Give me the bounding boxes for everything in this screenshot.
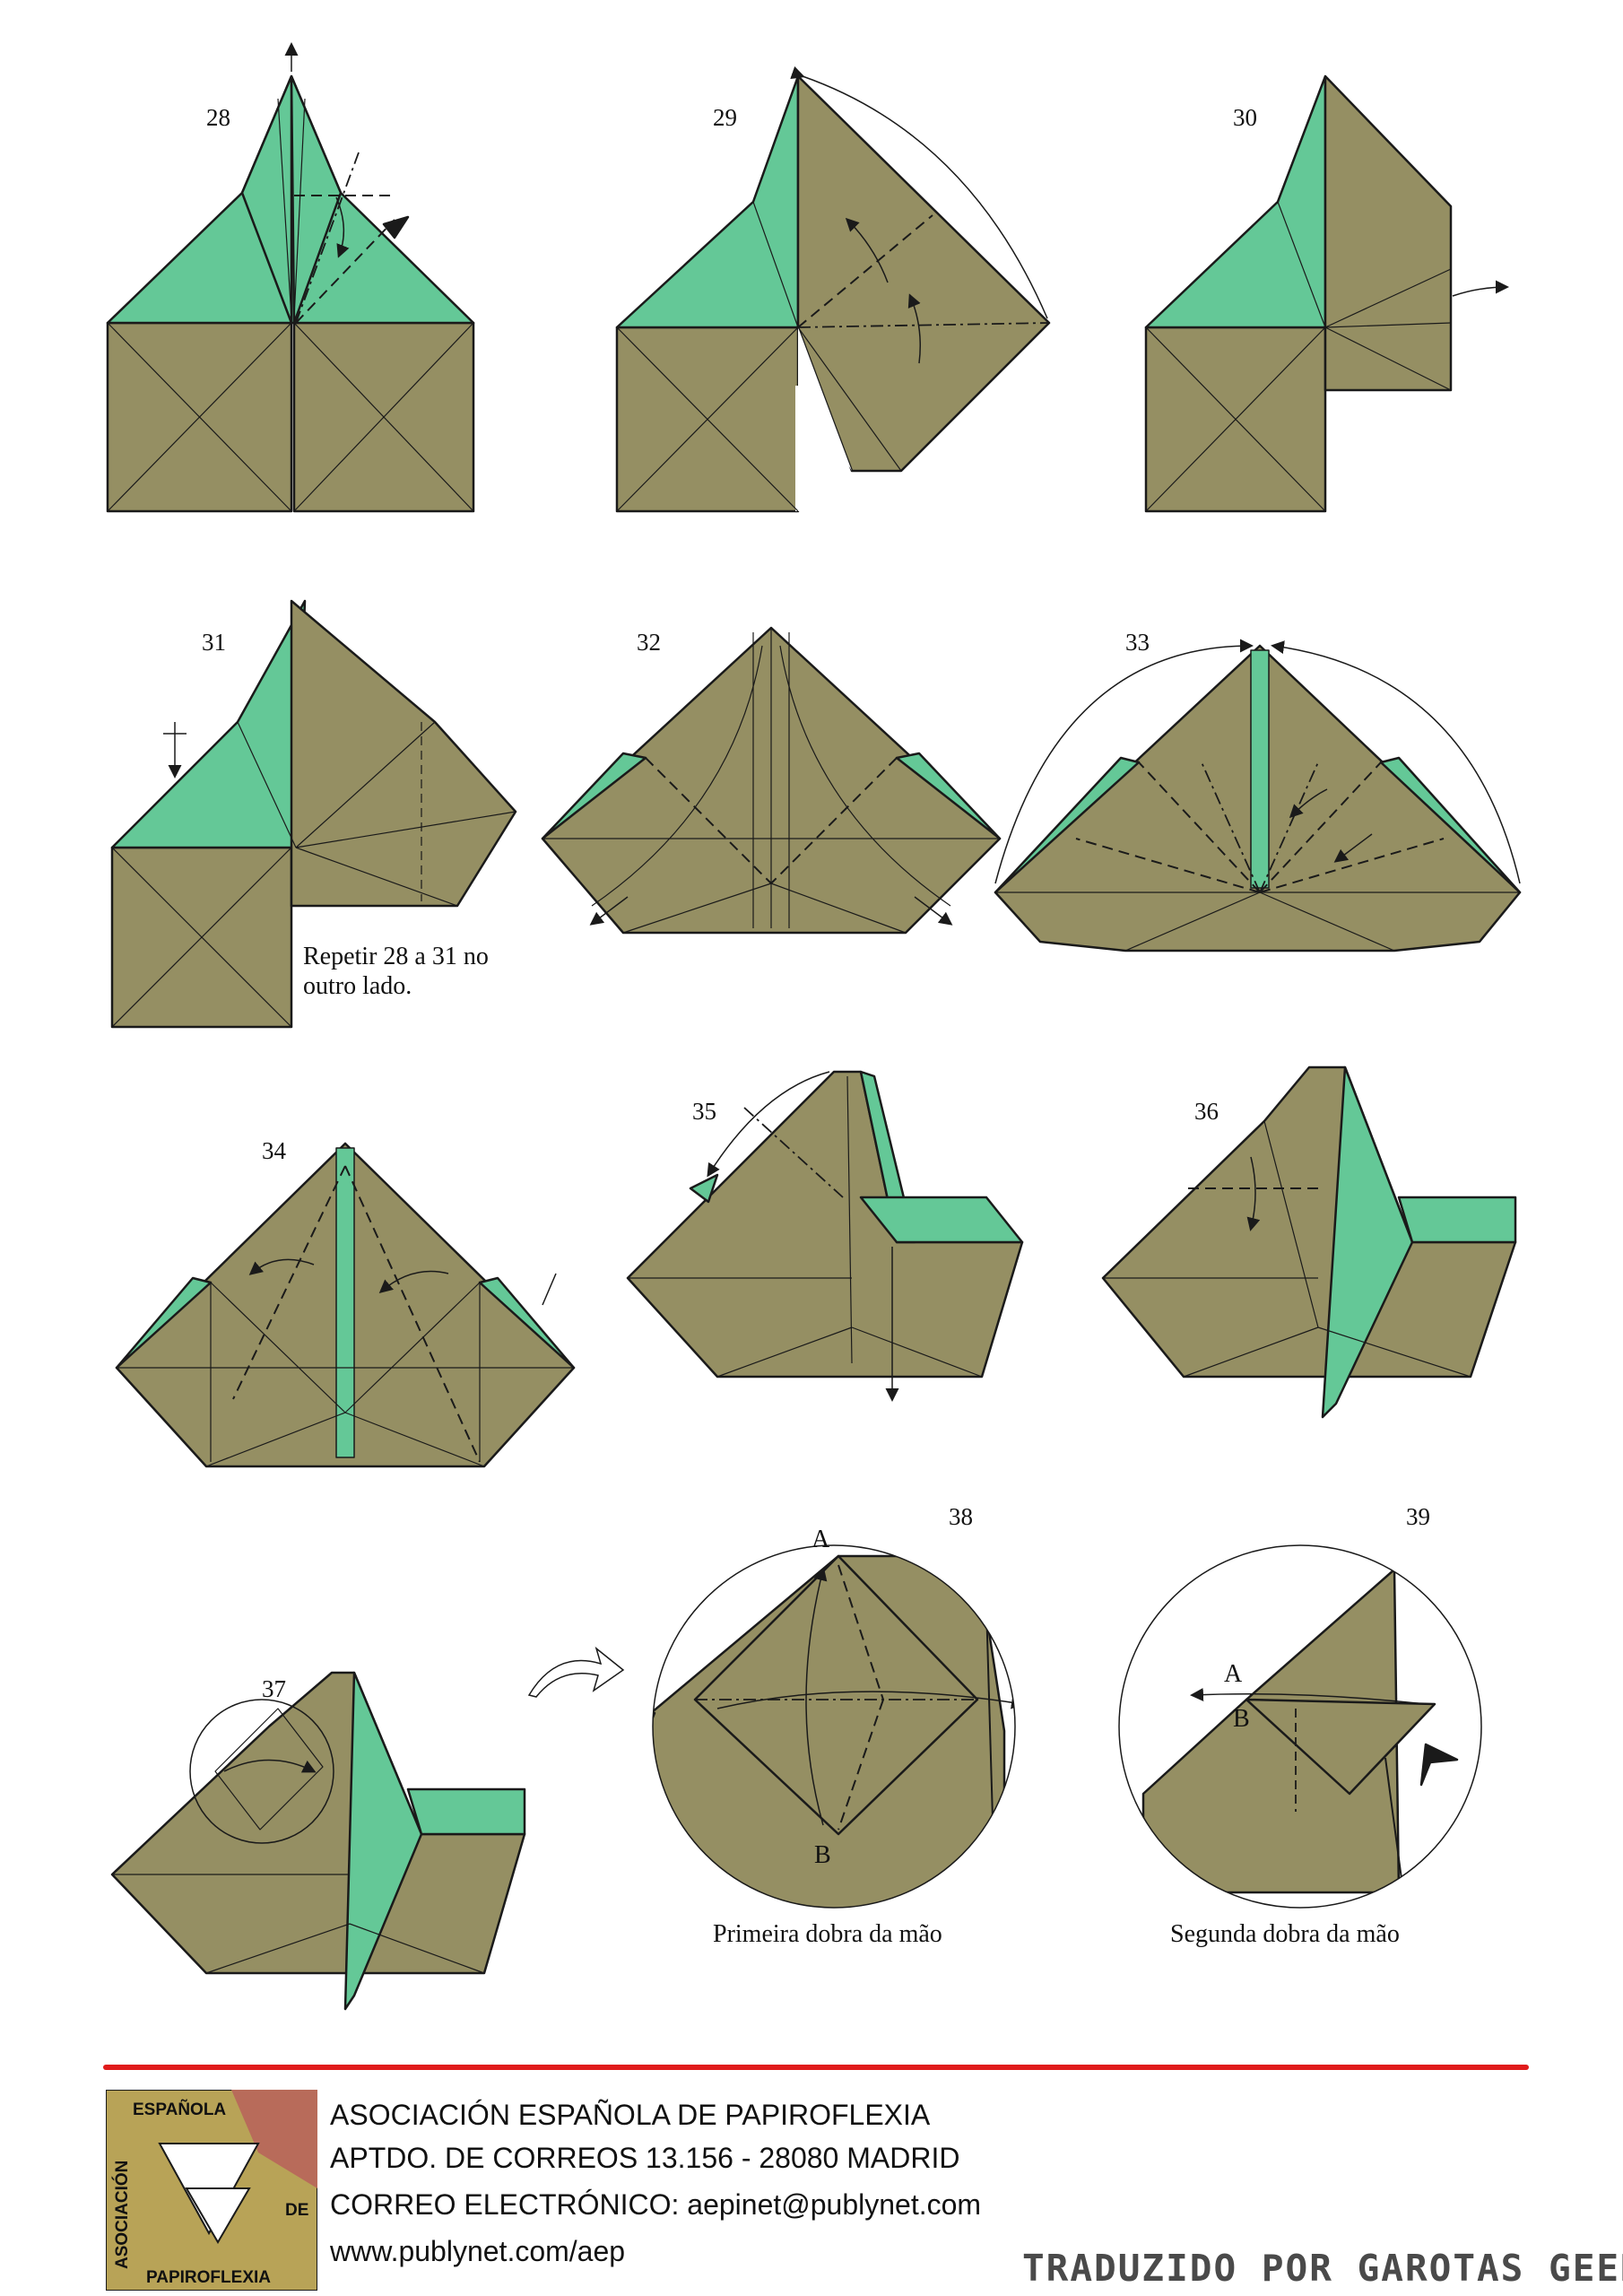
step-number: 34 bbox=[262, 1137, 287, 1164]
step-39-figure bbox=[1118, 1544, 1482, 1909]
svg-text:ASOCIACIÓN: ASOCIACIÓN bbox=[112, 2161, 132, 2269]
step-number: 39 bbox=[1406, 1503, 1430, 1530]
aep-logo: ESPAÑOLA ASOCIACIÓN DE PAPIROFLEXIA bbox=[106, 2090, 317, 2291]
footer-divider bbox=[103, 2065, 1529, 2070]
repeat-note-line2: outro lado. bbox=[303, 972, 412, 1000]
repeat-note-line1: Repetir 28 a 31 no bbox=[303, 943, 489, 970]
point-label-a: A bbox=[1224, 1660, 1243, 1688]
svg-text:DE: DE bbox=[285, 2201, 308, 2220]
step-number: 36 bbox=[1194, 1098, 1219, 1125]
svg-text:PAPIROFLEXIA: PAPIROFLEXIA bbox=[146, 2268, 271, 2287]
translation-credit: TRADUZIDO POR GAROTAS GEEKS bbox=[1022, 2247, 1623, 2290]
org-website[interactable]: www.publynet.com/aep bbox=[330, 2235, 626, 2267]
step-34-figure bbox=[115, 1142, 576, 1468]
transition-arrow bbox=[527, 1646, 625, 1698]
step-38-figure bbox=[652, 1544, 1016, 1909]
svg-text:ESPAÑOLA: ESPAÑOLA bbox=[133, 2100, 226, 2119]
step-35-figure bbox=[626, 1070, 1024, 1402]
step-number: 35 bbox=[692, 1098, 716, 1125]
step-number: 33 bbox=[1125, 629, 1150, 656]
step-number: 30 bbox=[1233, 104, 1257, 131]
step-number: 38 bbox=[949, 1503, 973, 1530]
step-31-figure bbox=[110, 599, 517, 1029]
org-name: ASOCIACIÓN ESPAÑOLA DE PAPIROFLEXIA bbox=[330, 2099, 931, 2131]
step-number: 28 bbox=[206, 104, 230, 131]
step-28-figure bbox=[106, 42, 475, 513]
step-number: 31 bbox=[202, 629, 226, 656]
point-label-a: A bbox=[812, 1526, 830, 1553]
step-32-figure bbox=[541, 626, 1002, 935]
step-33-figure bbox=[994, 639, 1522, 952]
point-label-b: B bbox=[1233, 1705, 1250, 1733]
org-email[interactable]: CORREO ELECTRÓNICO: aepinet@publynet.com bbox=[330, 2188, 982, 2221]
step-37-figure bbox=[110, 1671, 526, 2011]
step-number: 37 bbox=[262, 1675, 286, 1702]
step-36-figure bbox=[1101, 1065, 1517, 1419]
step-number: 32 bbox=[637, 629, 661, 656]
step-30-figure bbox=[1144, 74, 1509, 513]
step-29-figure bbox=[615, 65, 1051, 513]
caption-second-fold: Segunda dobra da mão bbox=[1170, 1920, 1400, 1948]
step-number: 29 bbox=[713, 104, 737, 131]
caption-first-fold: Primeira dobra da mão bbox=[713, 1920, 942, 1948]
point-label-b: B bbox=[814, 1841, 831, 1869]
org-address: APTDO. DE CORREOS 13.156 - 28080 MADRID bbox=[330, 2142, 960, 2174]
